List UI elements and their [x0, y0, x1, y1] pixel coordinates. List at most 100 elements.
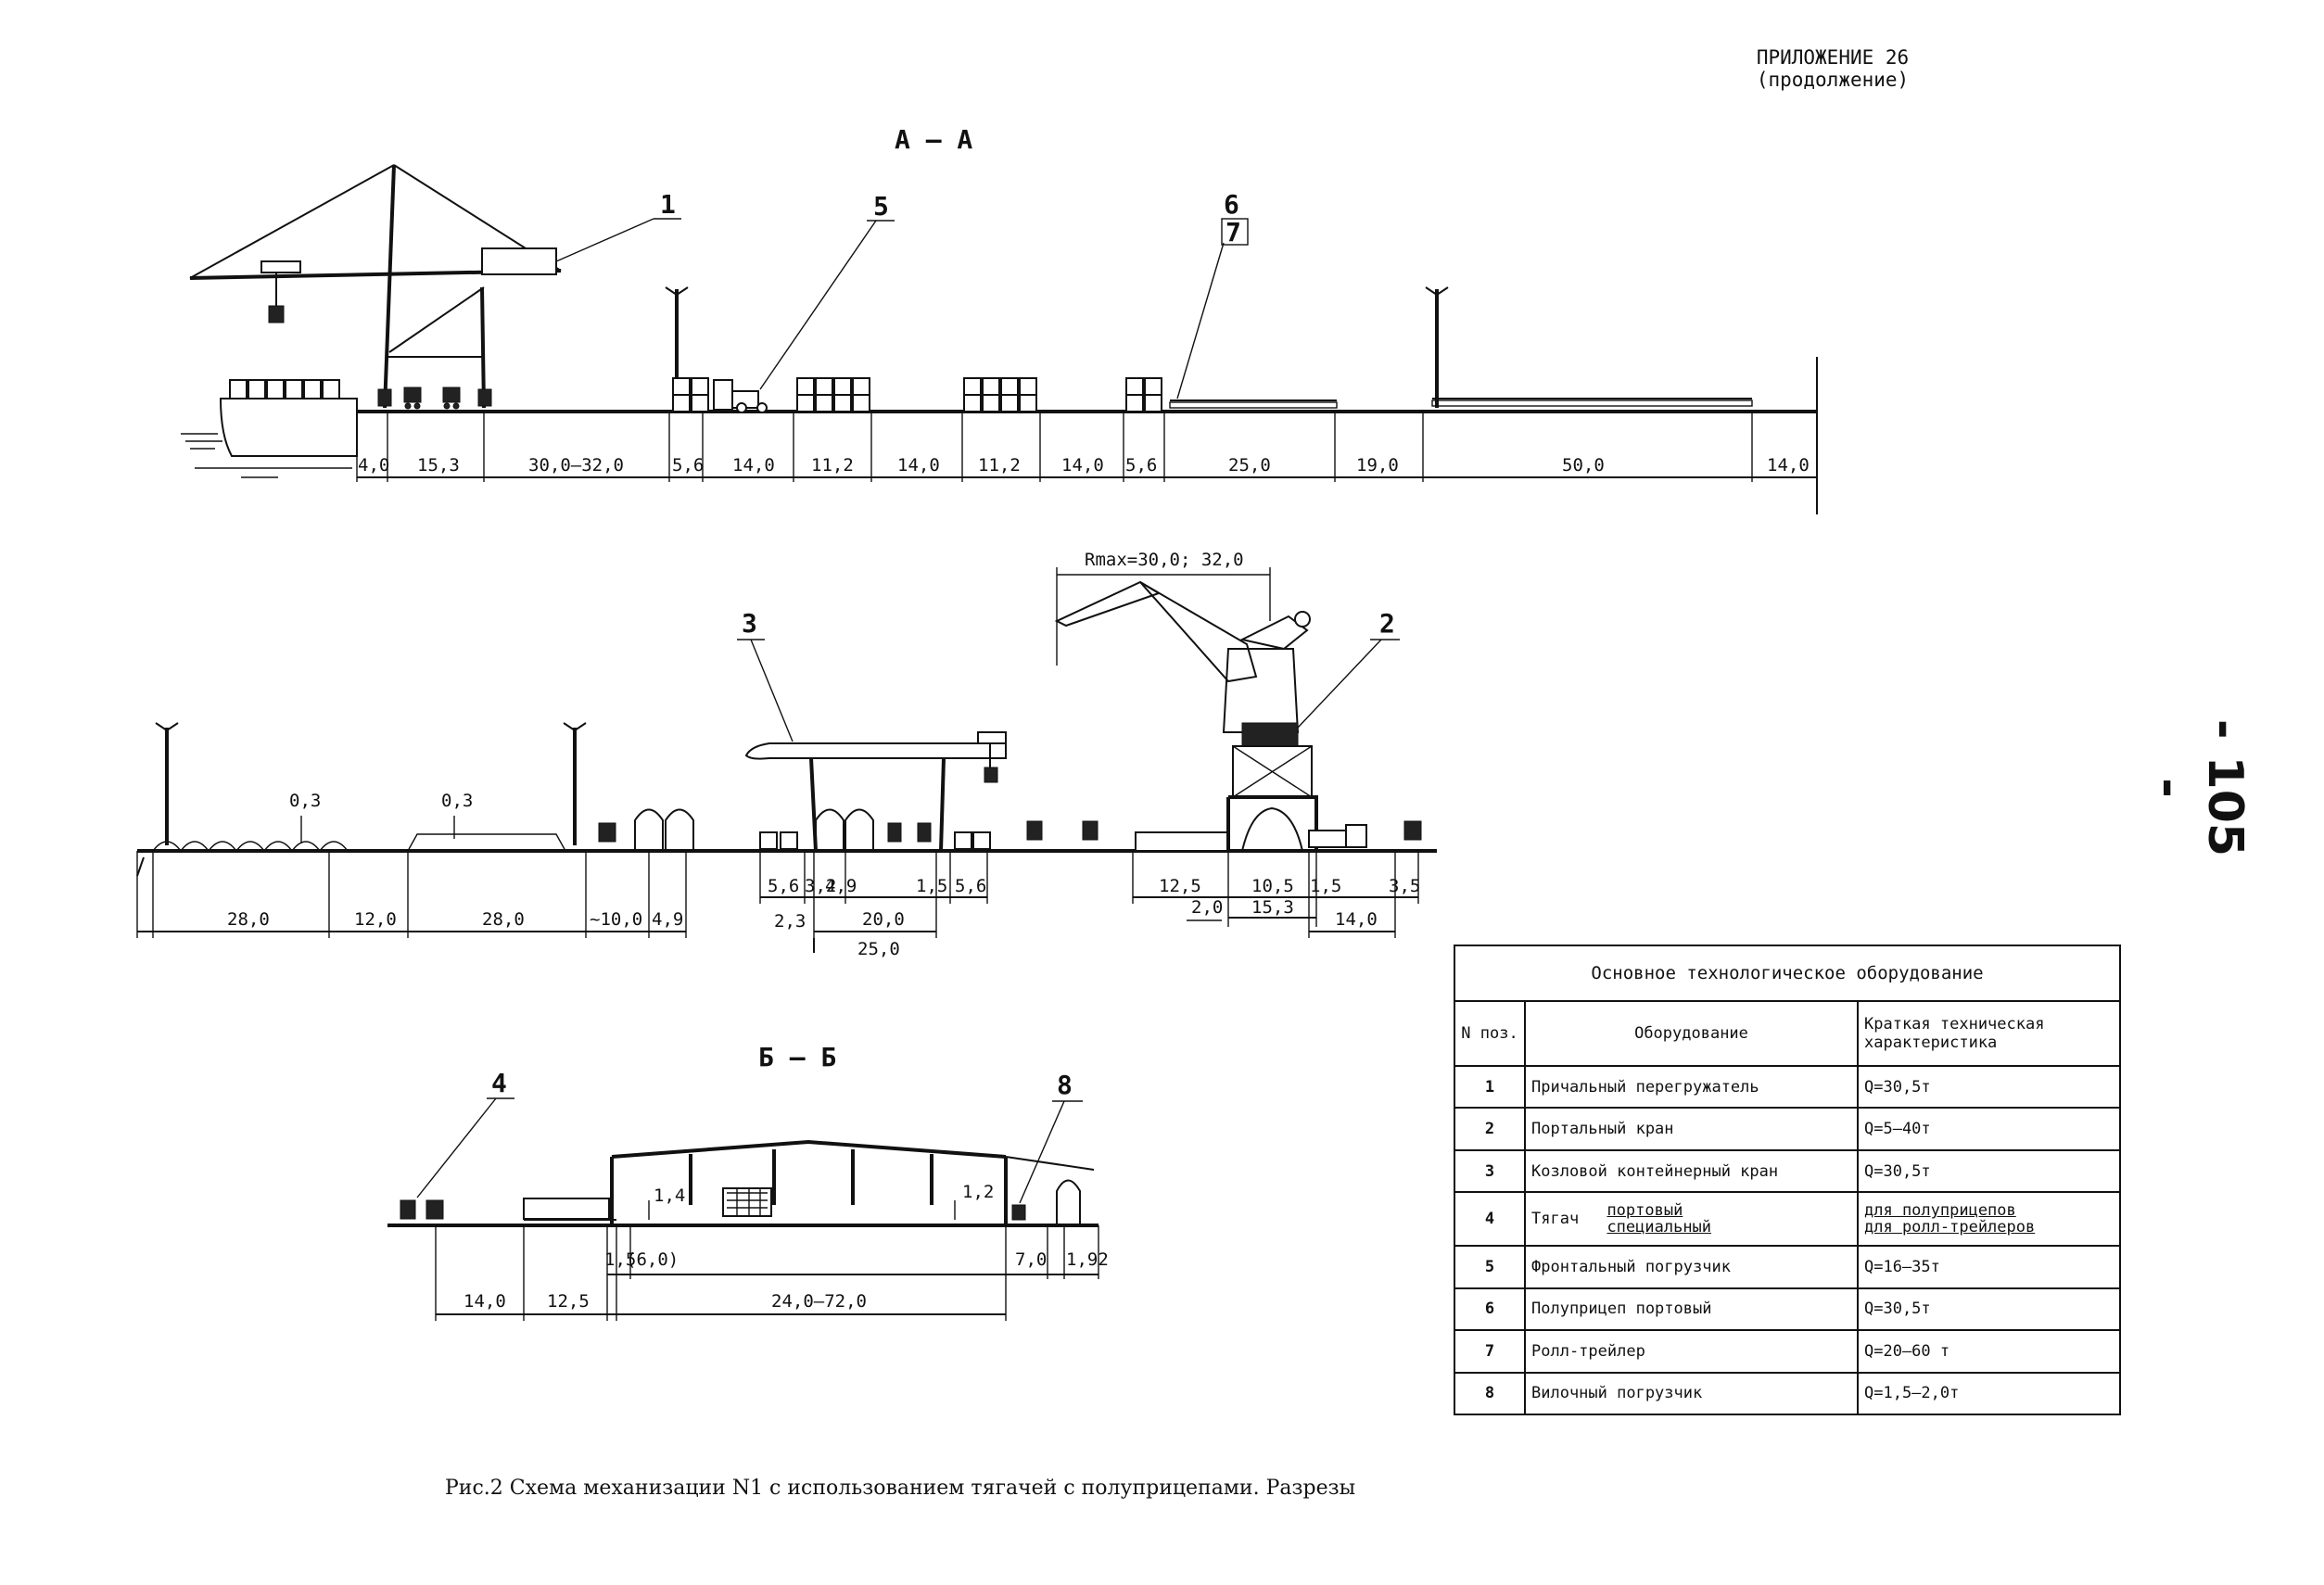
dim-portal-7: 14,0 — [1335, 909, 1378, 930]
height-label-3: 1,4 — [654, 1186, 685, 1206]
dim-portal-1: 12,5 — [1159, 876, 1201, 896]
dim-bb-3: 1,5 — [604, 1249, 636, 1270]
dim-portal-3: 1,5 — [1310, 876, 1341, 896]
row-num: 7 — [1454, 1329, 1526, 1374]
row-equipment: Козловой контейнерный кран — [1524, 1148, 1859, 1194]
appendix-continuation: (продолжение) — [1756, 69, 1910, 91]
tractor-icon — [598, 820, 1422, 843]
figure-caption: Рис.2 Схема механизации N1 с использован… — [445, 1477, 1355, 1500]
rmax-label: Rmax=30,0; 32,0 — [1085, 550, 1244, 570]
table-row: 7 Ролл-трейлер Q=20–60 т — [1454, 1329, 2121, 1374]
section-aa-title: А — А — [895, 124, 972, 155]
container-stack-icon — [672, 377, 1162, 412]
section-middle: 0,3 0,3 — [136, 550, 1437, 959]
height-label-2: 0,3 — [441, 791, 473, 811]
dim-aa-3: 30,0–32,0 — [528, 455, 624, 476]
quay-crane-icon — [189, 164, 562, 409]
dim-portal-2: 10,5 — [1251, 876, 1294, 896]
dim-bb-5: 24,0–72,0 — [771, 1291, 867, 1312]
dim-bb-6: 7,0 — [1015, 1249, 1047, 1270]
dimension-line-aa: 4,0 15,3 30,0–32,0 5,6 14,0 11,2 14,0 11… — [356, 412, 1817, 482]
row-spec-b: для ролл-трейлеров — [1864, 1218, 2036, 1237]
row-spec: Q=1,5–2,0т — [1857, 1371, 2121, 1416]
dim-portal-4: 3,5 — [1389, 876, 1420, 896]
container-icon — [759, 831, 1229, 852]
row-equipment: Ролл-трейлер — [1524, 1329, 1859, 1374]
portal-crane-icon: Rmax=30,0; 32,0 — [1054, 550, 1318, 852]
dim-mid-4: ~10,0 — [590, 909, 642, 930]
label-leaders: 1 5 6 7 — [555, 189, 1249, 399]
row-num: 5 — [1454, 1245, 1526, 1289]
dim-aa-11: 25,0 — [1228, 455, 1271, 476]
table-header-row: N поз. Оборудование Краткая техническая … — [1454, 1000, 2121, 1067]
dim-gantry-1: 5,6 — [768, 876, 799, 896]
label-1: 1 — [660, 189, 676, 220]
label-5: 5 — [873, 191, 889, 222]
cargo-pile-icon: 0,3 0,3 — [152, 791, 566, 853]
table-row: 4 Тягач портовый специальный для полупри… — [1454, 1191, 2121, 1248]
roll-trailer-icon — [634, 808, 874, 851]
gantry-crane-icon — [744, 731, 1007, 852]
dim-gantry-3: 4,9 — [825, 876, 857, 896]
label-2: 2 — [1379, 608, 1395, 639]
dim-gantry-8: 25,0 — [857, 939, 900, 959]
table-row: 3 Козловой контейнерный кран Q=30,5т — [1454, 1148, 2121, 1194]
dim-bb-4: (6,0) — [626, 1249, 679, 1270]
semitrailer-icon — [523, 1198, 616, 1221]
col-header-num: N поз. — [1454, 1000, 1526, 1067]
col-header-spec: Краткая техническая характеристика — [1857, 1000, 2121, 1067]
row-equipment: Фронтальный погрузчик — [1524, 1245, 1859, 1289]
dim-gantry-6: 2,3 — [774, 911, 806, 932]
height-label-1: 0,3 — [289, 791, 321, 811]
row-spec-a: для полуприцепов — [1864, 1201, 2016, 1221]
row-equipment: Вилочный погрузчик — [1524, 1371, 1859, 1416]
dim-aa-14: 14,0 — [1767, 455, 1810, 476]
table-title-row: Основное технологическое оборудование — [1454, 945, 2121, 1002]
dim-gantry-4: 1,5 — [916, 876, 947, 896]
warehouse-icon: 1,4 1,2 — [610, 1139, 1095, 1225]
semitrailer-icon — [1169, 398, 1753, 409]
dim-aa-5: 14,0 — [732, 455, 775, 476]
dim-gantry-2: 3,2 — [805, 876, 836, 896]
table-row: 6 Полуприцеп портовый Q=30,5т — [1454, 1287, 2121, 1332]
table-row: 1 Причальный перегружатель Q=30,5т — [1454, 1064, 2121, 1110]
row-num: 2 — [1454, 1107, 1526, 1151]
row-equipment: Полуприцеп портовый — [1524, 1287, 1859, 1332]
dim-aa-4: 5,6 — [672, 455, 704, 476]
height-label-4: 1,2 — [962, 1182, 994, 1202]
tractor-icon — [400, 1199, 444, 1220]
row-spec: Q=30,5т — [1857, 1064, 2121, 1110]
row-num: 8 — [1454, 1371, 1526, 1416]
label-8-leader — [1019, 1100, 1065, 1204]
label-3: 3 — [742, 608, 757, 639]
row-equipment: Тягач портовый специальный — [1524, 1191, 1859, 1248]
tractor-icon — [403, 387, 461, 410]
dim-aa-1: 4,0 — [358, 455, 389, 476]
label-7: 7 — [1225, 217, 1241, 247]
row-num: 4 — [1454, 1191, 1526, 1248]
front-loader-icon — [713, 379, 768, 413]
section-break-mark — [136, 856, 145, 877]
dimension-line-bb: 14,0 12,5 1,5 (6,0) 24,0–72,0 7,0 1,92 — [435, 1225, 1109, 1321]
dim-gantry-5: 5,6 — [955, 876, 986, 896]
dim-bb-2: 12,5 — [547, 1291, 590, 1312]
label-4: 4 — [491, 1068, 507, 1098]
row-num: 3 — [1454, 1148, 1526, 1194]
equipment-table: Основное технологическое оборудование N … — [1454, 945, 2121, 1416]
table-title: Основное технологическое оборудование — [1454, 945, 2121, 1002]
label-4-leader — [416, 1097, 497, 1198]
section-aa: А — А — [181, 124, 1818, 514]
row-equipment-variant-a: портовый — [1606, 1201, 1683, 1221]
row-spec: Q=16–35т — [1857, 1245, 2121, 1289]
truck-icon — [1308, 824, 1367, 848]
dim-mid-3: 28,0 — [482, 909, 525, 930]
dim-aa-13: 50,0 — [1562, 455, 1605, 476]
dim-mid-5: 4,9 — [652, 909, 683, 930]
row-num: 1 — [1454, 1064, 1526, 1110]
dim-aa-7: 14,0 — [897, 455, 940, 476]
appendix-label: ПРИЛОЖЕНИЕ 26 — [1756, 46, 1910, 69]
dim-aa-9: 14,0 — [1061, 455, 1104, 476]
dim-bb-7: 1,92 — [1066, 1249, 1109, 1270]
row-num: 6 — [1454, 1287, 1526, 1332]
